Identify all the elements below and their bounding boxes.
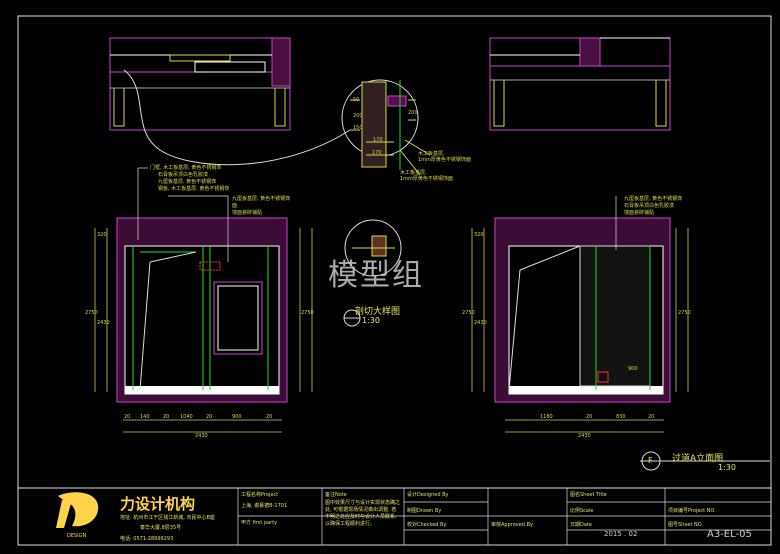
right-dim-h3: 2430: [474, 320, 487, 326]
drawn-label: 制图Drawn By: [407, 508, 442, 514]
right-callout-1: 九厘板基层, 黄色不锈钢饰: [624, 196, 683, 202]
company-address: 地址: 杭州市江干区钱江新城, 市民中心B座: [120, 515, 215, 521]
left-dim-top-2: 140: [140, 414, 150, 420]
right-dim-h4: 2750: [678, 310, 691, 316]
date-label: 日期Date: [570, 522, 592, 528]
right-callout-2: 石膏板吊顶白色乳胶漆: [624, 203, 675, 209]
left-dim-h4: 2750: [301, 310, 314, 316]
left-callout-6: 面: [232, 203, 238, 209]
project-value: 上海, 谢慕德B-1701: [241, 503, 288, 509]
elevation-marker: F: [648, 456, 653, 465]
section-detail: [341, 79, 431, 176]
right-dim-top-2: 20: [586, 414, 593, 420]
elevation-left: [116, 217, 288, 403]
company-address-2: 泰华大厦,8层35号: [140, 525, 182, 531]
plan-right: [489, 37, 671, 131]
company-name: 力设计机构: [120, 495, 196, 513]
section-title: 剖切大样图: [355, 307, 401, 317]
note-text: 图中效果尺寸与设计实现状态确之处, 可根据现场情况做出调整, 若不明之处应及时与…: [325, 500, 401, 527]
dims-left: [94, 228, 689, 433]
right-dim-top-1: 1180: [540, 414, 553, 420]
right-dim-top-4: 20: [648, 414, 655, 420]
company-phone: 电话: 0571-28999293: [120, 536, 174, 542]
right-dim-h2: 2750: [462, 310, 475, 316]
note-label: 备注Note: [325, 492, 347, 498]
left-callout-7: 墙面瓷砖铺贴: [232, 210, 263, 216]
detail-dim-6: 150: [353, 125, 363, 131]
plan-left: [109, 37, 351, 166]
elevation-scale: 1:30: [718, 463, 736, 472]
left-callout-1: 门框, 木工板基层, 黄色不锈钢饰: [150, 165, 222, 171]
left-dim-top-3: 20: [163, 414, 170, 420]
detail-dim-2: 200: [408, 110, 418, 116]
left-callout-5: 九厘板基层, 黄色不锈钢饰: [232, 196, 291, 202]
right-dim-h1: 320: [474, 232, 484, 238]
date-value: 2015 . 02: [604, 530, 638, 538]
left-dim-top-5: 20: [206, 414, 213, 420]
callout-leaders: [137, 167, 617, 262]
left-dim-top-1: 20: [124, 414, 131, 420]
detail-note-3: 木工板基层,: [400, 170, 427, 176]
right-callout-3: 墙面瓷砖铺贴: [624, 210, 655, 216]
left-dim-total: 2430: [195, 433, 208, 439]
watermark: 模型组: [328, 258, 424, 293]
scale-label: 比例Scale: [570, 508, 594, 514]
right-dim-inner: 900: [628, 366, 638, 372]
left-dim-top-6: 900: [232, 414, 242, 420]
detail-note-2: 1mm厚黄色不锈钢饰面: [418, 157, 471, 163]
project-no-label: 项目编号Project NO.: [668, 508, 716, 514]
elevation-right: [494, 217, 671, 403]
logo-text: DESIGN: [67, 533, 87, 539]
party-label: 甲方 first party: [241, 520, 278, 526]
detail-note-4: 1mm厚黄色不锈钢饰面: [400, 176, 453, 182]
elevation-title-mark: [640, 451, 770, 471]
detail-dim-4: 200: [353, 113, 363, 119]
detail-note-1: 木工板基层,: [418, 151, 445, 157]
left-callout-2: 石膏板吊顶白色乳胶漆: [158, 172, 209, 178]
project-label: 工程名称Project: [241, 492, 279, 498]
approved-label: 审核Approved By: [491, 522, 533, 528]
section-scale: 1:30: [362, 316, 380, 325]
left-dim-h1: 320: [97, 232, 107, 238]
logo-mark: [56, 492, 99, 528]
sheet-no-value: A3-EL-05: [707, 529, 752, 540]
detail-dim-1: 50: [353, 97, 360, 103]
detail-dim-5: 170: [372, 150, 382, 156]
title-block-grid: [237, 488, 771, 545]
section-marker: [343, 219, 402, 327]
detail-dim-3: 170: [373, 137, 383, 143]
checked-label: 校对Checked By: [407, 522, 447, 528]
sheet-no-label: 图号Sheet NO.: [668, 522, 704, 528]
left-callout-3: 九厘板基层, 黄色不锈钢饰: [158, 179, 217, 185]
left-dim-h3: 2430: [97, 320, 110, 326]
left-dim-h2: 2750: [85, 310, 98, 316]
right-dim-total: 2430: [578, 433, 591, 439]
sheet-title-label: 图名Sheet Title: [570, 492, 607, 498]
design-label: 设计Designed By: [407, 492, 449, 498]
left-dim-top-7: 20: [266, 414, 273, 420]
left-dim-top-4: 1040: [180, 414, 193, 420]
sheet-border: [17, 15, 772, 546]
left-callout-4: 钢板, 木工板基层, 黄色不锈钢饰: [158, 186, 230, 192]
elevation-title: 过道A立面图: [672, 454, 724, 464]
right-dim-top-3: 830: [616, 414, 626, 420]
